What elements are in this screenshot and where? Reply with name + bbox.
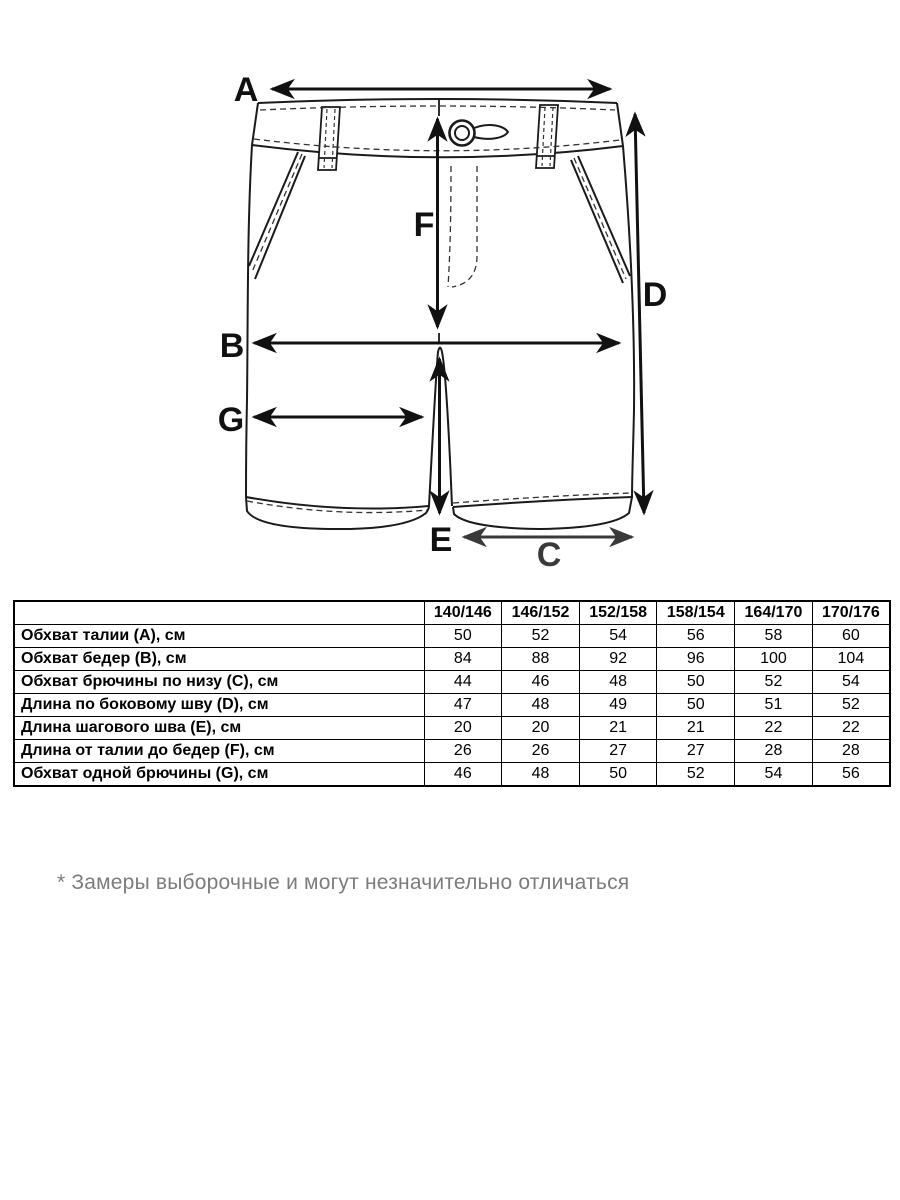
measurement-value: 52 (734, 670, 813, 694)
measurement-value: 48 (501, 693, 580, 717)
measurement-value: 48 (578, 670, 658, 694)
dimension-arrows (251, 78, 654, 548)
measurement-value: 50 (423, 624, 503, 648)
measurement-value: 47 (423, 693, 503, 717)
size-column-header: 158/154 (656, 600, 736, 625)
measurement-value: 58 (734, 624, 813, 648)
measurement-value: 48 (501, 762, 580, 787)
measurement-value: 28 (811, 739, 891, 763)
dim-label-d: D (643, 276, 668, 314)
measurement-value: 52 (656, 762, 736, 787)
shorts-diagram: A B C D E F G (0, 0, 900, 595)
measurement-value: 44 (423, 670, 503, 694)
left-pocket (248, 151, 299, 267)
measurement-value: 88 (501, 647, 580, 671)
measurement-value: 54 (578, 624, 658, 648)
measurement-value: 54 (734, 762, 813, 787)
buttonhole-tab (473, 124, 510, 140)
measurement-value: 46 (423, 762, 503, 787)
size-column-header: 170/176 (811, 600, 891, 625)
measurement-label: Обхват талии (A), см (13, 624, 425, 648)
measurement-value: 20 (501, 716, 580, 740)
right-pocket (570, 159, 624, 284)
measurement-value: 49 (578, 693, 658, 717)
measurement-value: 27 (656, 739, 736, 763)
measurement-value: 46 (501, 670, 580, 694)
measurement-value: 28 (734, 739, 813, 763)
measurement-value: 52 (501, 624, 580, 648)
measurement-value: 21 (578, 716, 658, 740)
measurement-value: 50 (578, 762, 658, 787)
fly-stitch (451, 166, 478, 288)
measurement-value: 96 (656, 647, 736, 671)
measurement-value: 92 (578, 647, 658, 671)
size-column-header: 146/152 (501, 600, 580, 625)
measurement-value: 27 (578, 739, 658, 763)
measurement-value: 84 (423, 647, 503, 671)
dim-label-c: C (537, 536, 562, 574)
waist-button (448, 119, 510, 147)
measurement-value: 50 (656, 670, 736, 694)
measurement-value: 26 (423, 739, 503, 763)
dim-label-e: E (430, 521, 453, 559)
table-corner-cell (13, 600, 425, 625)
measurement-value: 60 (811, 624, 891, 648)
measurement-value: 50 (656, 693, 736, 717)
arrow-D (625, 111, 654, 516)
measurement-label: Длина от талии до бедер (F), см (13, 739, 425, 763)
measurement-value: 56 (811, 762, 891, 787)
left-pocket (254, 155, 306, 280)
measurement-label: Обхват одной брючины (G), см (13, 762, 425, 787)
measurement-value: 54 (811, 670, 891, 694)
dim-label-g: G (218, 401, 244, 439)
size-column-header: 164/170 (734, 600, 813, 625)
size-column-header: 152/158 (578, 600, 658, 625)
measurement-label: Обхват брючины по низу (C), см (13, 670, 425, 694)
belt-loops (317, 104, 559, 171)
dim-label-f: F (414, 206, 435, 244)
measurement-value: 22 (811, 716, 891, 740)
measurement-value: 51 (734, 693, 813, 717)
measurement-value: 56 (656, 624, 736, 648)
dim-label-a: A (234, 71, 259, 109)
measurement-label: Длина по боковому шву (D), см (13, 693, 425, 717)
measurement-value: 22 (734, 716, 813, 740)
measurement-label: Обхват бедер (B), см (13, 647, 425, 671)
measurement-value: 21 (656, 716, 736, 740)
dim-label-b: B (220, 327, 245, 365)
measurement-value: 52 (811, 693, 891, 717)
measurement-value: 100 (734, 647, 813, 671)
belt-loop-stitching (323, 106, 554, 169)
size-column-header: 140/146 (423, 600, 503, 625)
shorts-measurement-drawing: A B C D E F G (218, 71, 668, 574)
right-pocket (577, 155, 631, 277)
footnote-text: * Замеры выборочные и могут незначительн… (57, 871, 630, 894)
measurement-label: Длина шагового шва (E), см (13, 716, 425, 740)
measurement-value: 104 (811, 647, 891, 671)
measurement-value: 26 (501, 739, 580, 763)
measurement-value: 20 (423, 716, 503, 740)
